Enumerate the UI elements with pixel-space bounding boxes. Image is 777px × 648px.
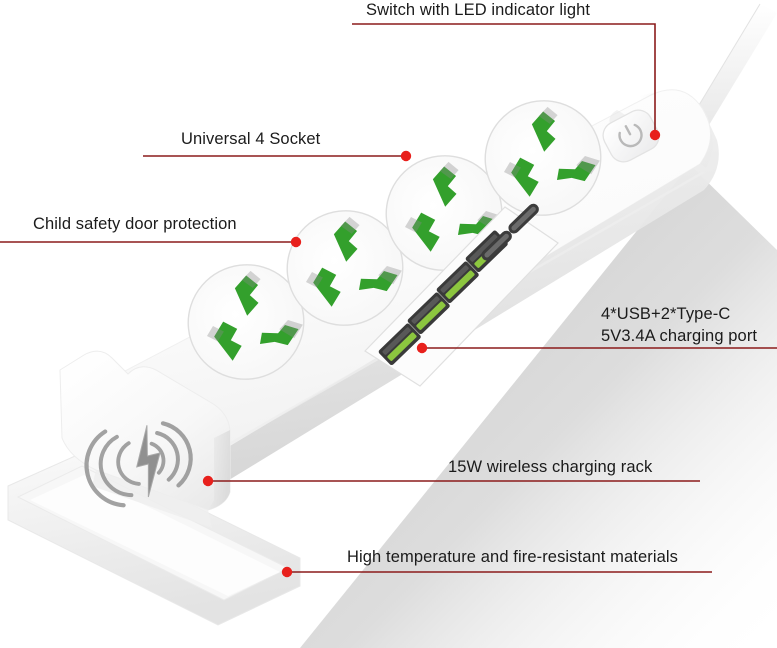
usb-c-port-1 [481, 230, 512, 261]
usb-a-port-2 [407, 292, 450, 335]
usb-c-port-2 [508, 203, 539, 234]
callout-label-usb-line2: 5V3.4A charging port [601, 327, 758, 346]
leader-switch [352, 23, 656, 135]
universal-socket-1[interactable] [168, 244, 324, 399]
usb-port-panel[interactable] [364, 201, 559, 387]
dot-wireless [202, 475, 214, 487]
product-shadow [300, 165, 777, 648]
universal-socket-2[interactable] [267, 190, 423, 345]
usb-a-port-1 [378, 323, 421, 366]
callout-leader-lines [0, 23, 777, 573]
power-icon [618, 123, 643, 148]
power-cable [689, 3, 777, 130]
callout-label-universal-socket: Universal 4 Socket [181, 130, 321, 148]
callout-label-wireless-rack: 15W wireless charging rack [448, 458, 653, 476]
callout-label-child-safety: Child safety door protection [33, 215, 237, 233]
universal-socket-4[interactable] [465, 80, 621, 235]
callout-dots [202, 129, 661, 578]
wireless-charging-rack[interactable] [7, 350, 301, 626]
callout-label-usb-line1: 4*USB+2*Type-C [601, 305, 731, 323]
dot-fire [281, 566, 293, 578]
callout-label-switch: Switch with LED indicator light [366, 1, 591, 19]
power-switch[interactable] [598, 105, 664, 166]
callout-label-fire-resistant: High temperature and fire-resistant mate… [347, 548, 678, 566]
dot-usb [416, 342, 428, 354]
wireless-charging-icon [84, 421, 193, 508]
usb-a-port-3 [436, 261, 479, 304]
dot-child [290, 236, 302, 248]
dot-switch [649, 129, 661, 141]
dot-socket [400, 150, 412, 162]
callout-label-usb-ports: 4*USB+2*Type-C 5V3.4A charging port [601, 303, 757, 348]
